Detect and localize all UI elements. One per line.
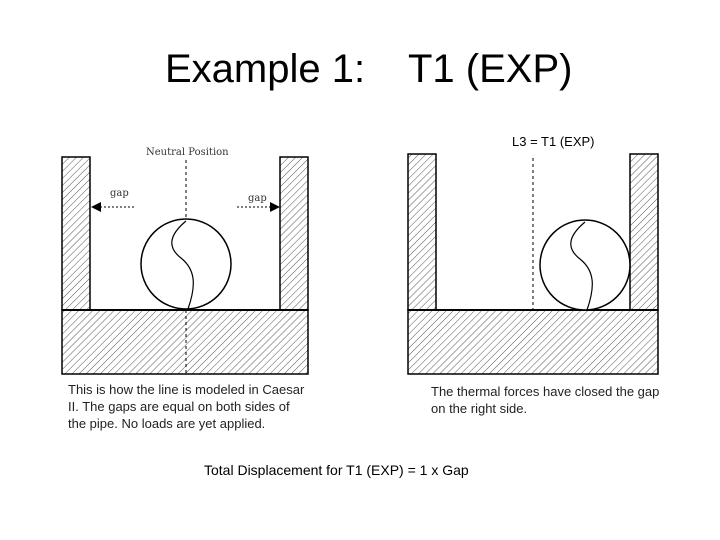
base-support (61, 309, 309, 375)
diagram-expanded (407, 153, 659, 375)
caption-neutral: This is how the line is modeled in Caesa… (68, 382, 305, 431)
diagram-neutral: gap gap Neutral Position (61, 147, 309, 375)
gap-left-label: gap (110, 188, 129, 199)
neutral-position-label: Neutral Position (146, 147, 229, 158)
gap-left-arrowhead (91, 202, 101, 212)
left-wall (61, 156, 91, 311)
load-case-label: L3 = T1 (EXP) (512, 134, 595, 149)
slide-title-case: T1 (EXP) (408, 47, 573, 91)
gap-right-label: gap (248, 193, 267, 204)
pipe-circle (539, 219, 631, 311)
caption-expanded: The thermal forces have closed the gap o… (431, 384, 660, 416)
pipe-s-curve (570, 221, 593, 311)
pipe-circle (140, 218, 232, 310)
left-wall (407, 153, 437, 311)
right-wall (279, 156, 309, 311)
base-support (407, 309, 659, 375)
gap-right-arrowhead (270, 202, 280, 212)
slide-title: Example 1: (165, 47, 366, 91)
pipe-s-curve (171, 220, 194, 310)
displacement-summary: Total Displacement for T1 (EXP) = 1 x Ga… (204, 462, 469, 478)
right-wall (629, 153, 659, 311)
